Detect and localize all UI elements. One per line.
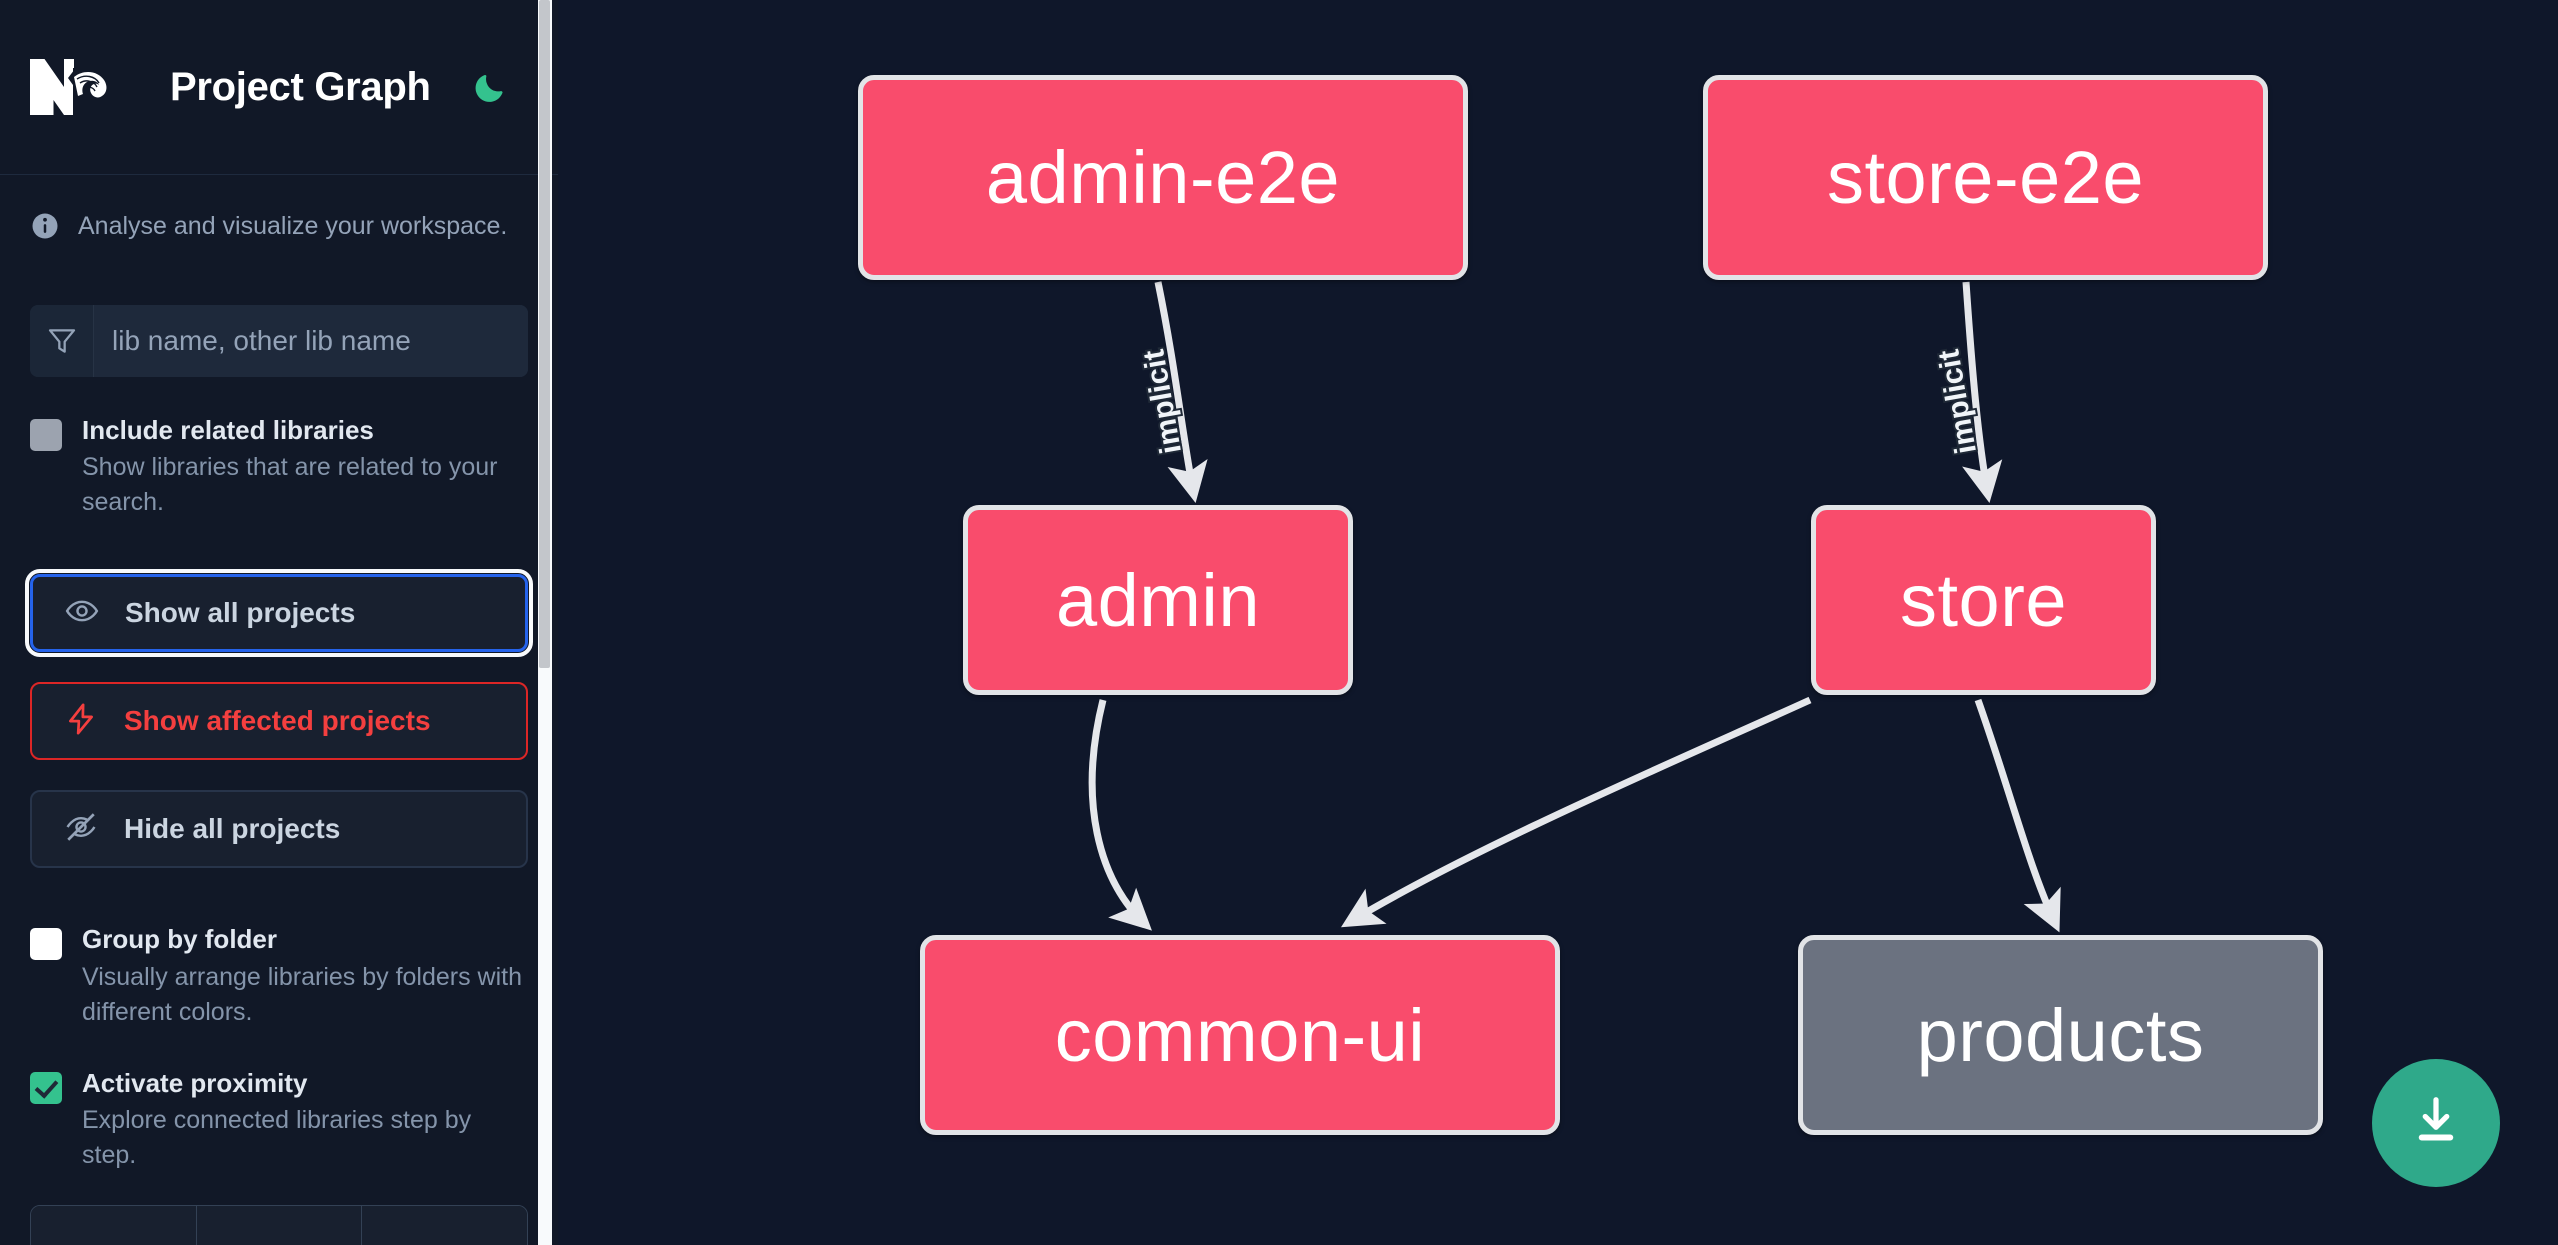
download-icon bbox=[2406, 1091, 2466, 1156]
search-row bbox=[30, 305, 528, 377]
edge-store-to-products bbox=[1974, 698, 2061, 933]
proximity-step-option-2[interactable] bbox=[196, 1206, 363, 1245]
option-description: Explore connected libraries step by step… bbox=[82, 1105, 472, 1169]
search-input[interactable] bbox=[94, 305, 528, 377]
graph-node-label: admin bbox=[1055, 558, 1261, 642]
edge-store-to-common-ui bbox=[1340, 696, 1812, 928]
graph-node-label: admin-e2e bbox=[985, 136, 1341, 219]
tagline: Analyse and visualize your workspace. bbox=[30, 211, 528, 241]
page-title: Project Graph bbox=[170, 64, 431, 109]
checkbox-group-by-folder[interactable] bbox=[30, 928, 62, 961]
tagline-text: Analyse and visualize your workspace. bbox=[78, 211, 508, 240]
sidebar-header: Project Graph bbox=[0, 0, 558, 175]
graph-canvas[interactable]: implicit implicit admin-e2e store-e2e ad… bbox=[558, 0, 2558, 1245]
graph-edges: implicit implicit bbox=[1088, 281, 2061, 933]
proximity-step-option-1[interactable] bbox=[31, 1206, 197, 1245]
proximity-step-button-group[interactable] bbox=[30, 1205, 528, 1245]
option-title: Include related libraries bbox=[82, 415, 374, 445]
info-icon bbox=[30, 211, 60, 241]
eye-icon bbox=[65, 594, 99, 633]
checkbox-include-related-libraries[interactable] bbox=[30, 419, 62, 451]
show-affected-projects-button[interactable]: Show affected projects bbox=[30, 682, 528, 761]
lightning-bolt-icon bbox=[64, 702, 98, 741]
graph-node-label: products bbox=[1916, 993, 2205, 1077]
show-all-projects-button[interactable]: Show all projects bbox=[25, 569, 533, 658]
hide-all-projects-button[interactable]: Hide all projects bbox=[30, 790, 528, 869]
eye-off-icon bbox=[64, 810, 98, 849]
sidebar-scrollbar-thumb[interactable] bbox=[539, 0, 550, 668]
option-group-by-folder[interactable]: Group by folder Visually arrange librari… bbox=[30, 922, 528, 1029]
graph-node-store[interactable]: store bbox=[1811, 505, 2156, 695]
edge-admin-e2e-to-admin bbox=[1154, 281, 1208, 504]
option-description: Visually arrange libraries by folders wi… bbox=[82, 962, 523, 1026]
moon-icon[interactable] bbox=[469, 65, 513, 109]
filter-icon bbox=[30, 305, 94, 377]
graph-node-label: store bbox=[1899, 558, 2067, 642]
graph-node-admin-e2e[interactable]: admin-e2e bbox=[858, 75, 1468, 280]
edge-admin-to-common-ui bbox=[1088, 699, 1152, 931]
option-title: Group by folder bbox=[82, 924, 277, 955]
download-graph-button[interactable] bbox=[2372, 1059, 2500, 1187]
graph-node-store-e2e[interactable]: store-e2e bbox=[1703, 75, 2268, 280]
sidebar-body: Analyse and visualize your workspace. In… bbox=[0, 175, 558, 1245]
option-title: Activate proximity bbox=[82, 1067, 308, 1098]
proximity-step-option-3[interactable] bbox=[362, 1206, 527, 1245]
checkbox-activate-proximity[interactable] bbox=[30, 1071, 62, 1104]
show-all-projects-label: Show all projects bbox=[125, 597, 356, 629]
graph-node-admin[interactable]: admin bbox=[963, 505, 1353, 695]
graph-node-label: common-ui bbox=[1054, 993, 1426, 1077]
nx-logo-icon bbox=[30, 57, 122, 117]
graph-node-common-ui[interactable]: common-ui bbox=[920, 935, 1560, 1135]
graph-node-products[interactable]: products bbox=[1798, 935, 2323, 1135]
edge-store-e2e-to-store bbox=[1962, 281, 2003, 504]
hide-all-projects-label: Hide all projects bbox=[124, 813, 341, 845]
graph-node-label: store-e2e bbox=[1826, 136, 2145, 219]
option-description: Show libraries that are related to your … bbox=[82, 453, 498, 517]
show-affected-projects-label: Show affected projects bbox=[124, 705, 431, 737]
sidebar: Project Graph Analyse and visualize your… bbox=[0, 0, 558, 1245]
option-include-related-libraries[interactable]: Include related libraries Show libraries… bbox=[30, 413, 528, 520]
option-activate-proximity[interactable]: Activate proximity Explore connected lib… bbox=[30, 1066, 528, 1173]
